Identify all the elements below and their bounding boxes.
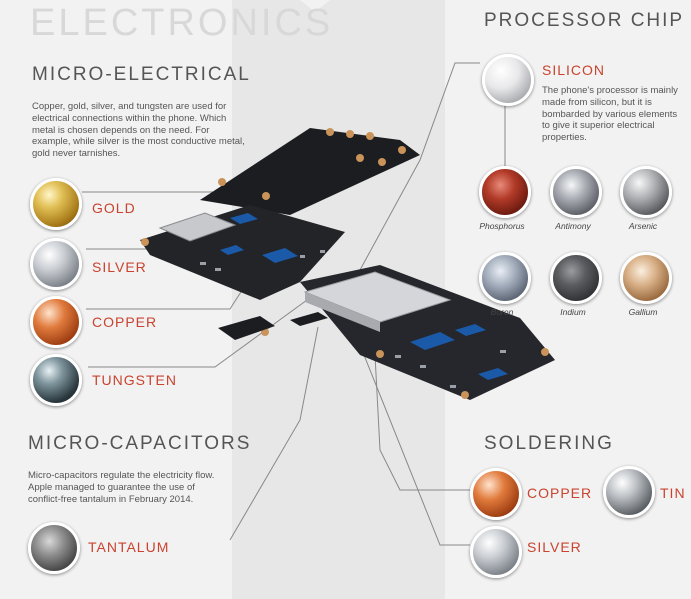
soldering-heading: SOLDERING (484, 433, 614, 454)
arsenic-label: Arsenic (628, 221, 658, 231)
tin-sphere-icon (603, 466, 655, 518)
tungsten-sphere-icon (30, 354, 82, 406)
antimony-label: Antimony (555, 221, 591, 231)
solder-silver-label: SILVER (527, 539, 582, 555)
blue-chips (220, 213, 508, 380)
silicon-sphere-icon (482, 54, 534, 106)
board-clip (290, 312, 328, 326)
gold-sphere-icon (30, 178, 82, 230)
indium-sphere-icon (550, 252, 602, 304)
connector-lines (82, 62, 506, 546)
arsenic-sphere-icon (620, 166, 672, 218)
processor-text: The phone's processor is mainly made fro… (542, 85, 678, 144)
solder-copper-label: COPPER (527, 485, 593, 501)
indium-label: Indium (560, 307, 586, 317)
tungsten-label: TUNGSTEN (92, 372, 177, 388)
processor-shield-side (305, 292, 380, 332)
tantalum-sphere-icon (28, 522, 80, 574)
boron-sphere-icon (479, 252, 531, 304)
gallium-sphere-icon (620, 252, 672, 304)
board-shield-small (158, 212, 237, 242)
top-chevron (300, 0, 330, 12)
board-bracket (218, 316, 275, 340)
silicon-label: SILICON (542, 62, 606, 78)
board-flex-strip (200, 128, 420, 215)
solder-silver-sphere-icon (470, 526, 522, 578)
phosphorus-sphere-icon (479, 166, 531, 218)
boron-label: Boron (490, 307, 514, 317)
tin-label: TIN (660, 485, 686, 501)
phosphorus-label: Phosphorus (479, 221, 525, 231)
page-title: ELECTRONICS (30, 2, 334, 44)
silver-sphere-icon (30, 238, 82, 290)
tantalum-label: TANTALUM (88, 539, 170, 555)
antimony-sphere-icon (550, 166, 602, 218)
micro-electrical-text: Copper, gold, silver, and tungsten are u… (32, 101, 245, 160)
board-components (200, 250, 506, 388)
micro-electrical-heading: MICRO-ELECTRICAL (32, 64, 251, 85)
silver-label: SILVER (92, 259, 147, 275)
processor-chip-heading: PROCESSOR CHIP (484, 10, 685, 31)
copper-sphere-icon (30, 296, 82, 348)
solder-copper-sphere-icon (470, 468, 522, 520)
micro-capacitors-text: Micro-capacitors regulate the electricit… (28, 470, 215, 505)
micro-capacitors-heading: MICRO-CAPACITORS (28, 433, 252, 454)
copper-label: COPPER (92, 314, 158, 330)
gold-label: GOLD (92, 200, 136, 216)
gallium-label: Gallium (628, 307, 658, 317)
